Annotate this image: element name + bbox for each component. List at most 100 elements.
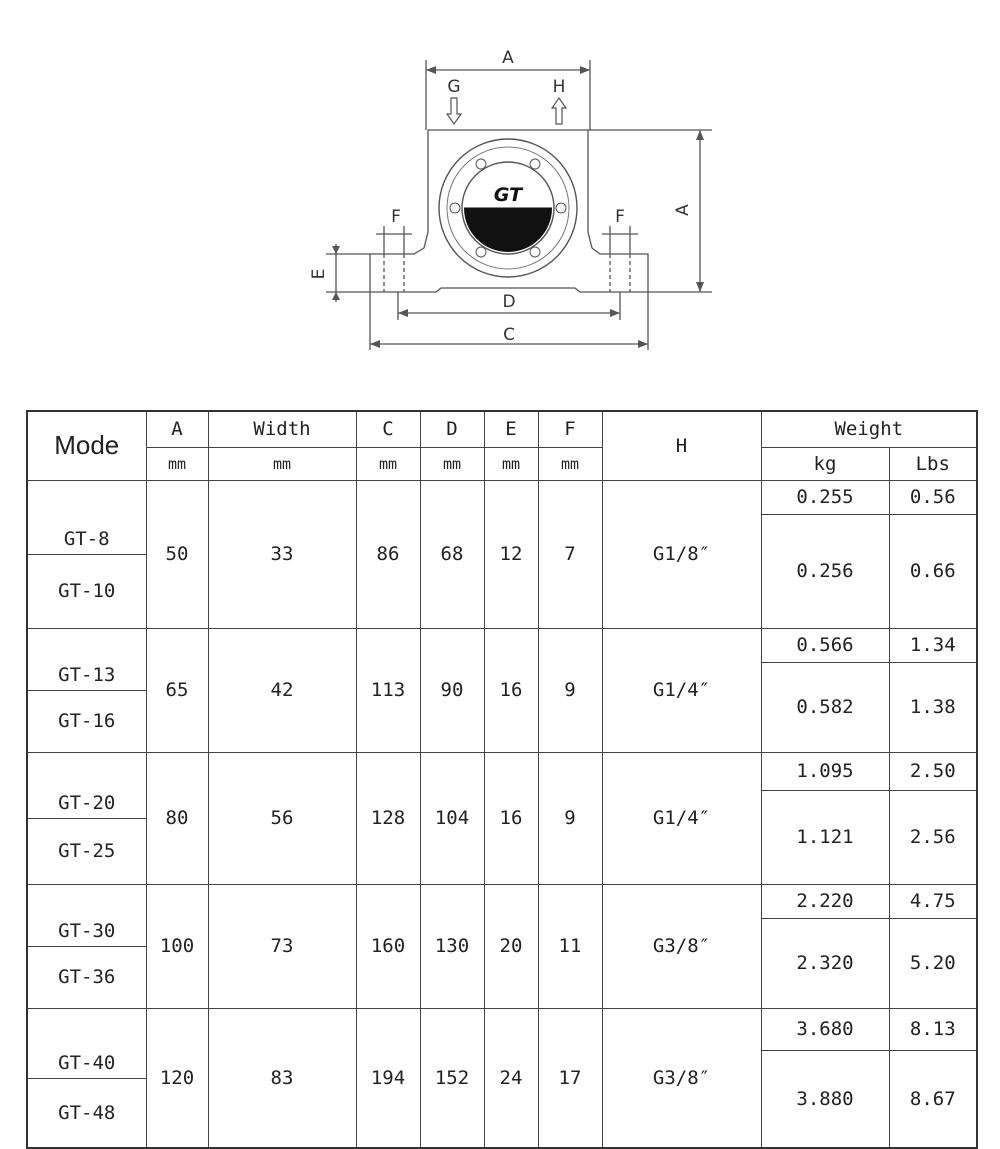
value-e: 16 xyxy=(483,627,539,753)
value-e: 24 xyxy=(483,1007,539,1149)
unit-kg: kg xyxy=(760,446,890,481)
value-width: 83 xyxy=(207,1007,357,1149)
label-h: H xyxy=(553,77,566,97)
logo-black-half xyxy=(464,208,552,252)
value-f: 7 xyxy=(537,479,603,629)
value-a: 80 xyxy=(145,751,209,885)
label-c: C xyxy=(503,325,515,345)
table-row: GT-10 xyxy=(26,553,977,629)
weight-lbs: 1.34 xyxy=(888,627,978,663)
unit-width: mm xyxy=(207,446,357,481)
unit-d: mm xyxy=(419,446,485,481)
label-a-top: A xyxy=(502,48,514,68)
value-d: 104 xyxy=(419,751,485,885)
g-port-arrow xyxy=(445,97,463,126)
value-d: 130 xyxy=(419,883,485,1009)
model-cell: GT-13 xyxy=(26,627,147,691)
label-f-right: F xyxy=(615,207,625,227)
value-h: G3/8″ xyxy=(601,1007,762,1149)
weight-lbs: 1.38 xyxy=(888,661,978,753)
label-g: G xyxy=(447,77,460,97)
unit-a: mm xyxy=(145,446,209,481)
label-f-left: F xyxy=(391,207,401,227)
value-a: 120 xyxy=(145,1007,209,1149)
model-cell: GT-48 xyxy=(26,1077,147,1149)
vibrator-dimension-drawing: A G H A F F E D C GT xyxy=(309,48,712,350)
value-c: 194 xyxy=(355,1007,421,1149)
model-cell: GT-36 xyxy=(26,945,147,1009)
value-f: 11 xyxy=(537,883,603,1009)
weight-lbs: 8.67 xyxy=(888,1049,978,1149)
header-f: F xyxy=(537,410,603,448)
weight-kg: 3.880 xyxy=(760,1049,890,1149)
model-cell: GT-30 xyxy=(26,883,147,947)
model-cell: GT-20 xyxy=(26,751,147,819)
value-h: G1/4″ xyxy=(601,751,762,885)
header-c: C xyxy=(355,410,421,448)
header-weight: Weight xyxy=(760,410,978,448)
header-h: H xyxy=(601,410,762,481)
header-a: A xyxy=(145,410,209,448)
table-row: GT-25 xyxy=(26,817,977,885)
weight-kg: 3.680 xyxy=(760,1007,890,1051)
weight-lbs: 0.66 xyxy=(888,513,978,629)
weight-lbs: 4.75 xyxy=(888,883,978,919)
value-width: 73 xyxy=(207,883,357,1009)
value-h: G1/4″ xyxy=(601,627,762,753)
value-width: 56 xyxy=(207,751,357,885)
unit-e: mm xyxy=(483,446,539,481)
value-f: 17 xyxy=(537,1007,603,1149)
value-e: 12 xyxy=(483,479,539,629)
header-width: Width xyxy=(207,410,357,448)
value-h: G1/8″ xyxy=(601,479,762,629)
value-h: G3/8″ xyxy=(601,883,762,1009)
weight-lbs: 5.20 xyxy=(888,917,978,1009)
h-port-arrow xyxy=(550,96,568,125)
unit-lbs: Lbs xyxy=(888,446,978,481)
table-row: GT-36 xyxy=(26,945,977,1009)
model-cell: GT-25 xyxy=(26,817,147,885)
unit-c: mm xyxy=(355,446,421,481)
value-a: 100 xyxy=(145,883,209,1009)
housing-outline xyxy=(369,129,649,293)
weight-kg: 1.095 xyxy=(760,751,890,791)
value-c: 113 xyxy=(355,627,421,753)
cover-plate xyxy=(438,138,578,278)
weight-kg: 2.220 xyxy=(760,883,890,919)
model-cell: GT-10 xyxy=(26,553,147,629)
weight-kg: 2.320 xyxy=(760,917,890,1009)
weight-lbs: 8.13 xyxy=(888,1007,978,1051)
weight-kg: 0.255 xyxy=(760,479,890,515)
model-cell: GT-8 xyxy=(26,479,147,555)
weight-kg: 0.582 xyxy=(760,661,890,753)
value-d: 152 xyxy=(419,1007,485,1149)
label-e: E xyxy=(309,269,329,280)
value-c: 160 xyxy=(355,883,421,1009)
model-cell: GT-40 xyxy=(26,1007,147,1079)
value-d: 68 xyxy=(419,479,485,629)
label-a-side: A xyxy=(673,204,693,216)
weight-kg: 0.256 xyxy=(760,513,890,629)
header-e: E xyxy=(483,410,539,448)
value-a: 65 xyxy=(145,627,209,753)
value-e: 20 xyxy=(483,883,539,1009)
weight-kg: 1.121 xyxy=(760,789,890,885)
value-f: 9 xyxy=(537,751,603,885)
value-c: 86 xyxy=(355,479,421,629)
value-f: 9 xyxy=(537,627,603,753)
weight-lbs: 2.50 xyxy=(888,751,978,791)
weight-lbs: 2.56 xyxy=(888,789,978,885)
value-e: 16 xyxy=(483,751,539,885)
value-width: 42 xyxy=(207,627,357,753)
